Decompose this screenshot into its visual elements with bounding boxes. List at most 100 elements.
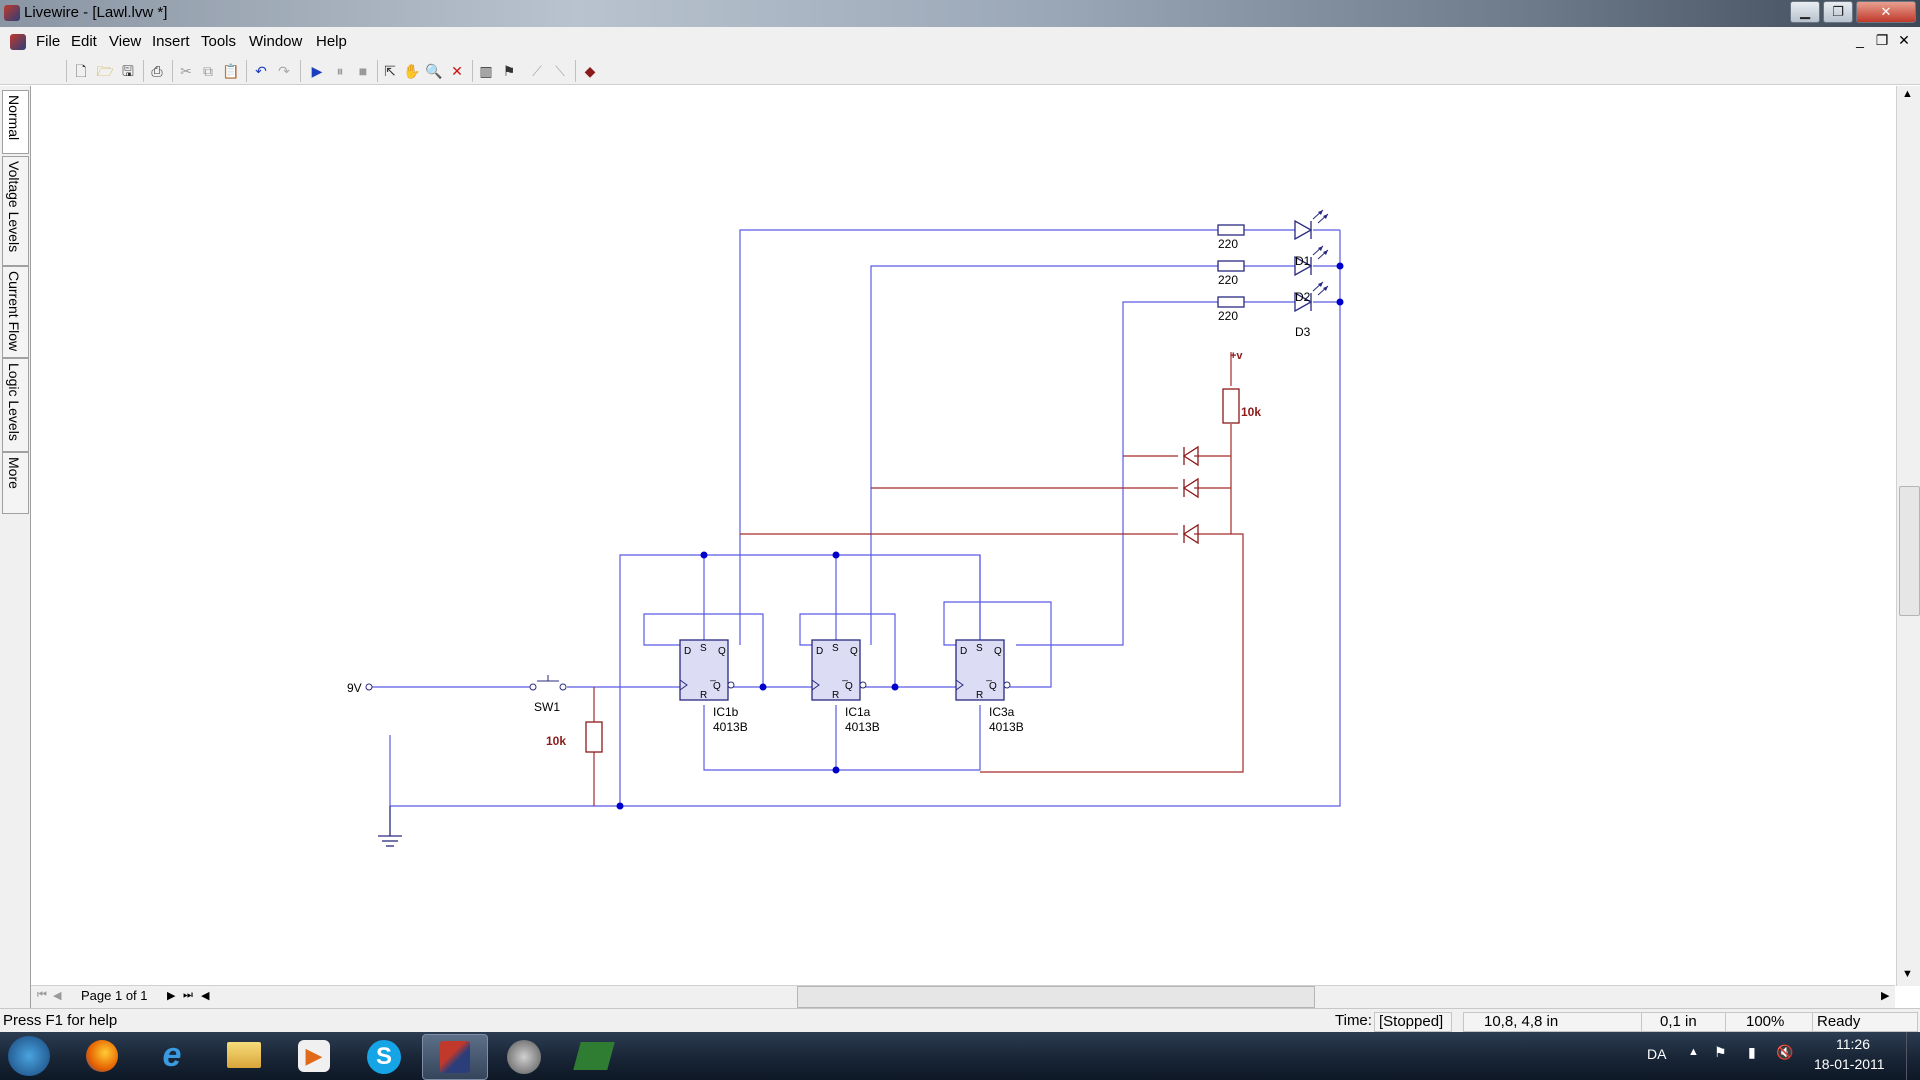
steam-taskbar-button[interactable] xyxy=(492,1034,556,1078)
tab-normal[interactable]: Normal xyxy=(2,90,29,154)
language-indicator[interactable]: DA xyxy=(1647,1046,1667,1062)
firefox-icon xyxy=(86,1040,118,1072)
vertical-scroll-thumb[interactable] xyxy=(1899,486,1920,616)
network-icon[interactable]: ▮ xyxy=(1748,1044,1756,1060)
close-button[interactable]: ✕ xyxy=(1856,1,1916,23)
new-icon[interactable]: 🗋 xyxy=(75,63,87,79)
copy-icon[interactable]: ⧉ xyxy=(203,63,213,79)
supply-9v[interactable]: 9V xyxy=(347,681,373,695)
paste-icon[interactable]: 📋 xyxy=(222,63,240,79)
flipflop-ic1a[interactable]: D S Q R ̅Q IC1a 4013B xyxy=(811,639,880,734)
zoom-icon[interactable]: 🔍 xyxy=(425,63,443,79)
analyze-icon[interactable]: ⟋ xyxy=(532,63,542,79)
show-hidden-icons-icon[interactable]: ▲ xyxy=(1688,1046,1699,1058)
junction-nodes xyxy=(616,262,1344,810)
redo-icon[interactable]: ↷ xyxy=(278,63,290,79)
skype-taskbar-button[interactable]: S xyxy=(352,1034,416,1078)
schematic-canvas[interactable]: 9V SW1 10k D S Q R ̅Q IC1b 4013B D S Q R… xyxy=(31,86,1895,986)
stop-icon[interactable]: ■ xyxy=(358,63,368,79)
save-icon[interactable]: 🖫 xyxy=(122,63,134,79)
open-icon[interactable]: 🗁 xyxy=(96,63,114,79)
steam-icon xyxy=(507,1040,541,1074)
svg-text:̅Q: ̅Q xyxy=(986,680,997,692)
pause-icon[interactable]: ⏸ xyxy=(336,63,344,79)
resistor-pulldown[interactable]: 10k xyxy=(546,721,603,753)
flipflop-ic3a[interactable]: D S Q R ̅Q IC3a 4013B xyxy=(955,639,1024,734)
menu-edit[interactable]: Edit xyxy=(71,33,97,50)
hand-icon[interactable]: ✋ xyxy=(403,63,421,79)
ground-icon[interactable] xyxy=(378,806,402,847)
next-page-icon[interactable]: ▶ xyxy=(167,990,176,1002)
horizontal-scroll-thumb[interactable] xyxy=(797,986,1315,1008)
last-page-icon[interactable]: ⏭ xyxy=(183,989,193,1001)
graph-icon[interactable]: ▥ xyxy=(479,63,493,79)
clock-date[interactable]: 18-01-2011 xyxy=(1814,1056,1885,1072)
tab-more[interactable]: More xyxy=(2,452,29,514)
tab-current-flow[interactable]: Current Flow xyxy=(2,266,29,358)
menu-file[interactable]: File xyxy=(36,33,61,50)
led-resistor-label: 220 xyxy=(1218,273,1238,287)
component-icon[interactable]: ◆ xyxy=(584,63,596,79)
diode-or-gate[interactable] xyxy=(1183,446,1199,544)
mdi-restore-button[interactable]: ❐ xyxy=(1875,32,1889,48)
pullup-resistor[interactable]: +v 10k xyxy=(1222,350,1261,424)
volume-muted-icon[interactable]: 🔇 xyxy=(1776,1044,1794,1060)
delete-icon[interactable]: ✕ xyxy=(451,63,463,79)
tab-voltage-levels[interactable]: Voltage Levels xyxy=(2,156,29,266)
svg-text:̅Q: ̅Q xyxy=(710,680,721,692)
skype-icon: S xyxy=(367,1040,401,1074)
start-button[interactable] xyxy=(8,1036,50,1076)
led-array[interactable]: D1 D2 D3 xyxy=(1294,209,1329,339)
show-desktop-button[interactable] xyxy=(1906,1032,1920,1080)
menu-insert[interactable]: Insert xyxy=(152,33,190,50)
scroll-left-icon[interactable]: ◀ xyxy=(201,990,210,1002)
livewire-taskbar-button[interactable] xyxy=(422,1034,488,1080)
scroll-down-icon[interactable]: ▼ xyxy=(1902,968,1913,980)
ie-icon: e xyxy=(162,1036,182,1074)
scroll-up-icon[interactable]: ▲ xyxy=(1902,88,1913,100)
livewire-app-icon[interactable] xyxy=(4,5,20,21)
blue-wires xyxy=(371,229,1341,807)
clock-time[interactable]: 11:26 xyxy=(1836,1036,1870,1052)
switch-label: SW1 xyxy=(534,700,560,714)
flipflop-ic1b[interactable]: D S Q R ̅Q IC1b 4013B xyxy=(679,639,748,734)
scroll-right-icon[interactable]: ▶ xyxy=(1881,990,1890,1002)
led-label: D3 xyxy=(1295,325,1311,339)
vplus-label: +v xyxy=(1230,350,1243,362)
media-player-taskbar-button[interactable]: ▶ xyxy=(282,1034,346,1078)
led-icon xyxy=(1294,209,1329,240)
select-icon[interactable]: ⇱ xyxy=(384,63,396,79)
vertical-scrollbar[interactable]: ▲ ▼ xyxy=(1896,86,1920,986)
internet-explorer-taskbar-button[interactable]: e xyxy=(140,1034,204,1078)
pcb-wizard-taskbar-button[interactable] xyxy=(562,1034,626,1078)
probe-icon[interactable]: ⚑ xyxy=(502,63,516,79)
action-center-icon[interactable]: ⚑ xyxy=(1714,1044,1727,1060)
switch-sw1[interactable]: SW1 xyxy=(529,675,567,714)
analyze2-icon[interactable]: ⟍ xyxy=(555,63,565,79)
prev-page-icon[interactable]: ◀ xyxy=(53,990,62,1002)
cut-icon[interactable]: ✂ xyxy=(180,63,192,79)
undo-icon[interactable]: ↶ xyxy=(255,63,267,79)
run-icon[interactable]: ▶ xyxy=(311,63,323,79)
menu-window[interactable]: Window xyxy=(249,33,303,50)
first-page-icon[interactable]: ⏮ xyxy=(37,989,47,1001)
ic-name: IC1b xyxy=(713,705,739,719)
explorer-taskbar-button[interactable] xyxy=(212,1034,276,1078)
menu-help[interactable]: Help xyxy=(316,33,347,50)
tab-logic-levels[interactable]: Logic Levels xyxy=(2,358,29,452)
maximize-button[interactable]: ❐ xyxy=(1823,1,1853,23)
page-indicator: Page 1 of 1 xyxy=(81,988,148,1003)
minimize-button[interactable]: ▁ xyxy=(1790,1,1820,23)
print-icon[interactable]: ⎙ xyxy=(151,63,163,79)
window-title: Livewire - [Lawl.lvw *] xyxy=(24,4,168,21)
media-player-icon: ▶ xyxy=(298,1040,330,1072)
firefox-taskbar-button[interactable] xyxy=(70,1034,134,1078)
supply-label: 9V xyxy=(347,681,362,695)
menu-tools[interactable]: Tools xyxy=(201,33,237,50)
title-bar: Livewire - [Lawl.lvw *] ▁ ❐ ✕ xyxy=(0,0,1920,27)
led-resistors[interactable]: 220 220 220 xyxy=(1217,224,1245,323)
document-icon[interactable] xyxy=(10,34,26,50)
menu-view[interactable]: View xyxy=(109,33,142,50)
mdi-minimize-button[interactable]: _ xyxy=(1856,32,1864,48)
mdi-close-button[interactable]: ✕ xyxy=(1898,32,1910,48)
